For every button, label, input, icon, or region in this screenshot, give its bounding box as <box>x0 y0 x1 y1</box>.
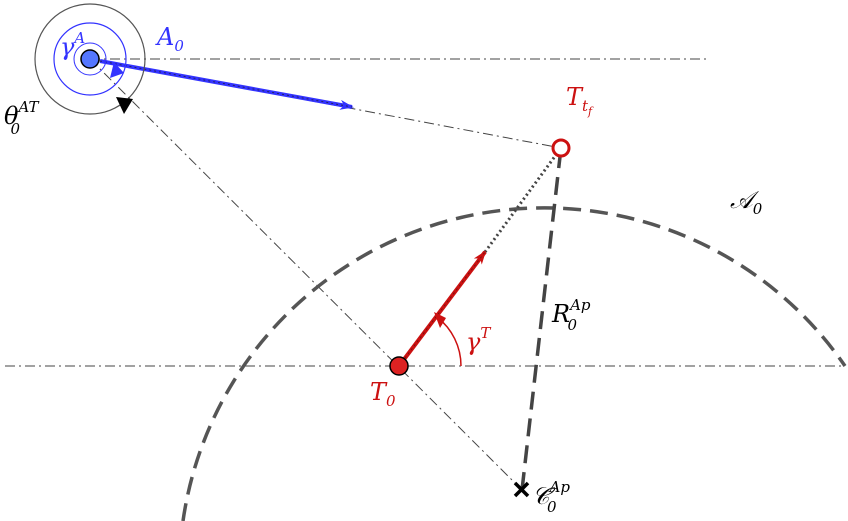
target-path-dotted <box>483 147 563 253</box>
gamma-attacker-ring <box>53 22 127 96</box>
gamma-target-label: γT <box>466 324 491 356</box>
target-final-marker <box>551 138 571 158</box>
theta-ring <box>34 3 146 115</box>
gamma-attacker-label: γA <box>60 29 85 61</box>
radius-line <box>520 147 563 491</box>
gamma-attacker-arrowhead <box>110 62 124 78</box>
target-final-label: Ttf <box>566 83 594 118</box>
target-initial-label: T0 <box>370 378 396 410</box>
apollonius-circle <box>181 206 847 521</box>
center-cross-icon <box>513 481 530 498</box>
attacker-label: A0 <box>155 23 184 55</box>
attacker-velocity-arrow <box>99 59 354 110</box>
attacker-point <box>80 49 100 69</box>
theta-arrowhead <box>116 97 133 114</box>
circle-label: 𝒜0 <box>730 186 763 218</box>
gamma-target-arrowhead <box>434 312 446 328</box>
inner-ring <box>73 42 107 76</box>
target-velocity-arrow-dots <box>398 251 486 367</box>
line-of-sight <box>89 58 523 491</box>
target-initial-point <box>389 356 409 376</box>
